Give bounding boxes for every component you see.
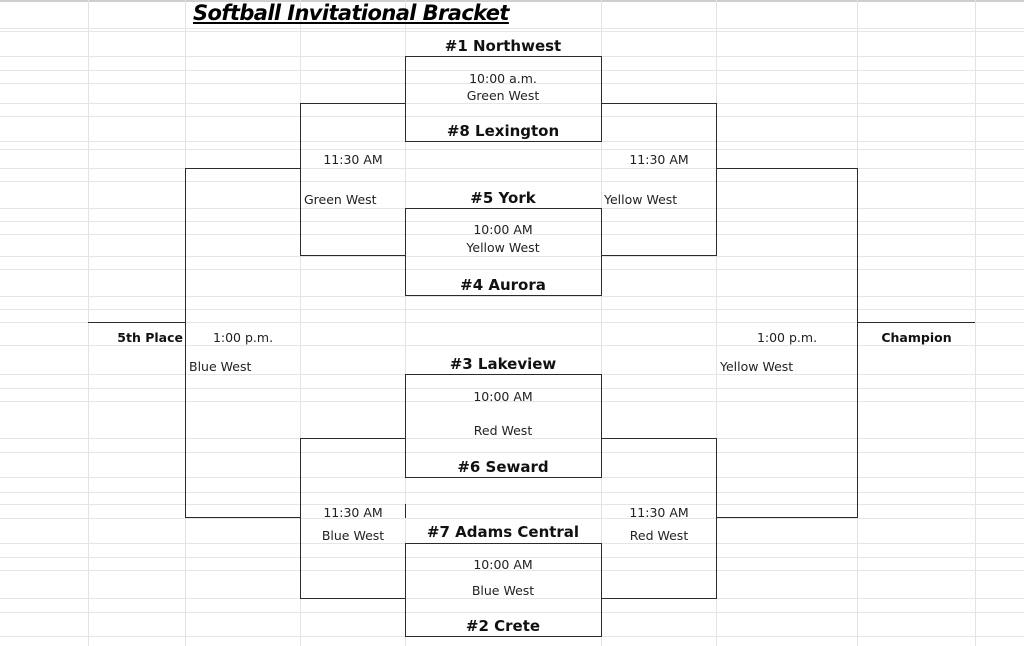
semifinal-field: Green West — [304, 192, 377, 207]
team-york[interactable]: #5 York — [470, 189, 536, 207]
championship-field: Yellow West — [720, 359, 794, 374]
semifinal-time: 11:30 AM — [629, 152, 689, 167]
game-time: 10:00 AM — [473, 557, 533, 572]
game-field: Red West — [473, 423, 533, 438]
game-time: 10:00 AM — [473, 222, 533, 237]
team-lexington[interactable]: #8 Lexington — [446, 122, 560, 140]
semifinal-time: 11:30 AM — [629, 505, 689, 520]
sheet-top-border — [0, 0, 1024, 2]
game-field: Green West — [466, 88, 540, 103]
game-time: 10:00 AM — [473, 389, 533, 404]
fifth-place-time: 1:00 p.m. — [212, 330, 274, 345]
team-seward[interactable]: #6 Seward — [457, 458, 549, 476]
game-field: Yellow West — [466, 240, 540, 255]
game-field: Blue West — [471, 583, 535, 598]
fifth-place-field: Blue West — [189, 359, 252, 374]
page-title: Softball Invitational Bracket — [193, 1, 509, 25]
semifinal-field: Yellow West — [604, 192, 678, 207]
semifinal-time: 11:30 AM — [323, 152, 383, 167]
fifth-place-label: 5th Place — [117, 330, 183, 345]
team-lakeview[interactable]: #3 Lakeview — [449, 355, 557, 373]
team-crete[interactable]: #2 Crete — [465, 617, 541, 635]
championship-time: 1:00 p.m. — [756, 330, 818, 345]
team-aurora[interactable]: #4 Aurora — [460, 276, 546, 294]
team-adams-central[interactable]: #7 Adams Central — [426, 523, 580, 541]
team-northwest[interactable]: #1 Northwest — [444, 37, 562, 55]
semifinal-field: Blue West — [321, 528, 385, 543]
semifinal-field: Red West — [629, 528, 689, 543]
semifinal-time: 11:30 AM — [323, 505, 383, 520]
game-time: 10:00 a.m. — [469, 71, 537, 86]
champion-label: Champion — [881, 330, 952, 345]
